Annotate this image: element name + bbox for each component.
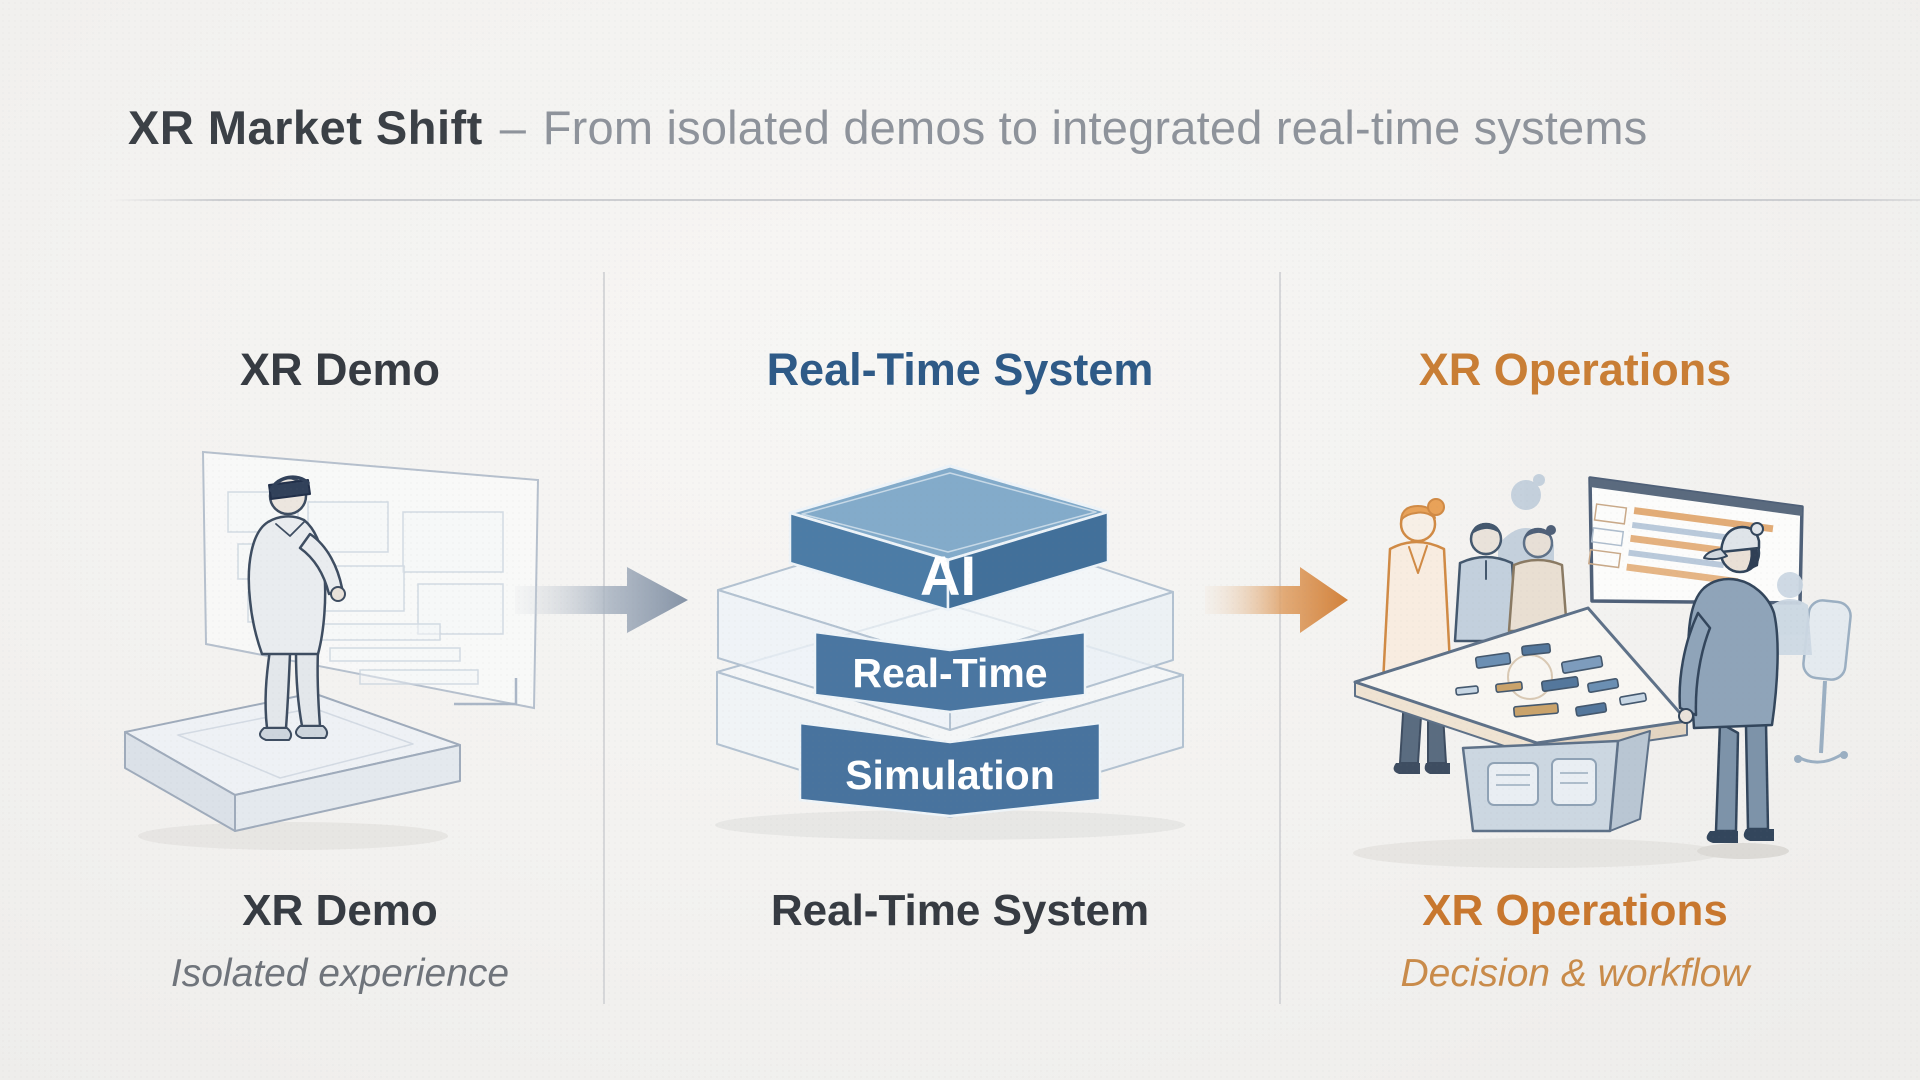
gray-right-arrow-icon [515,567,688,633]
column-divider-right [1279,272,1281,1004]
reaching-arm [1678,611,1712,717]
screen-dashboard-bars [1587,503,1774,586]
xr-demo-illustration [124,450,540,850]
office-chair [1794,599,1852,764]
stack-label-real-time: Real-Time [852,650,1047,696]
platform-shadow [138,822,448,850]
subcaption-isolated-experience: Isolated experience [170,952,510,995]
title-main: XR Market Shift [128,101,483,154]
heading-xr-operations: XR Operations [1418,344,1732,395]
orange-analyst-figure [1381,498,1453,774]
vr-person-figure [247,475,346,741]
header-rule [110,199,1920,201]
demo-platform [124,692,461,832]
ops-table [1353,606,1689,833]
orange-right-arrow-icon [1205,567,1348,633]
hair-bun [1400,505,1436,521]
stack-label-ai: AI [920,544,976,607]
stack-shadow [715,810,1185,840]
title-subtitle: From isolated demos to integrated real-t… [542,101,1648,154]
slide-title: XR Market Shift – From isolated demos to… [128,100,1647,155]
cap-icon [1703,522,1764,561]
cap-operator-figure [1678,522,1779,843]
heading-real-time-system: Real-Time System [766,344,1154,395]
screen-stand [454,678,518,706]
subcaption-decision-workflow: Decision & workflow [1400,952,1750,995]
person-shadow [1697,843,1789,859]
hand [330,586,346,602]
caption-real-time-system: Real-Time System [770,886,1150,935]
xr-operations-illustration [1353,474,1852,868]
ops-team-back-row [1381,498,1569,774]
right-shoe [295,725,329,739]
stack-layer-ai: AI [788,464,1110,612]
column-divider-left [603,272,605,1004]
table-map-objects [1455,642,1647,718]
stack-illustration: Simulation Real-Time AI [715,464,1185,840]
stack-label-simulation: Simulation [845,752,1055,798]
caption-xr-operations: XR Operations [1422,886,1728,935]
vr-headset-icon [268,475,311,500]
ops-screen [1587,476,1804,605]
hand-on-table [1678,708,1694,724]
caption-xr-demo: XR Demo [242,886,438,935]
table-pedestal [1461,730,1651,833]
table-shadow [1353,838,1723,868]
seated-silhouette [1768,572,1812,655]
title-separator: – [499,101,526,154]
left-shoe [259,727,293,741]
heading-xr-demo: XR Demo [239,344,441,395]
